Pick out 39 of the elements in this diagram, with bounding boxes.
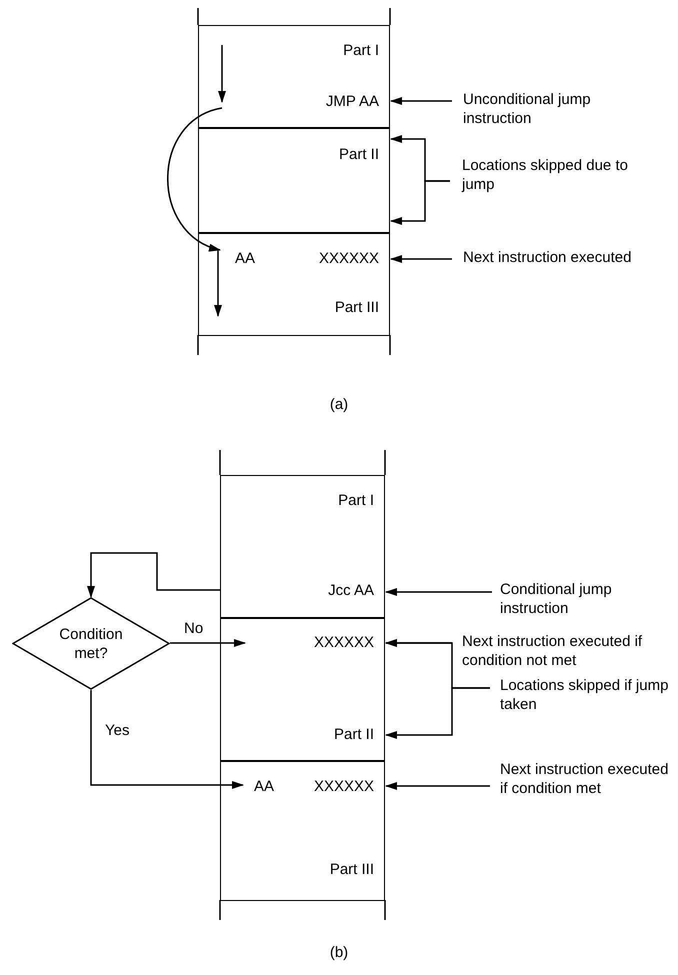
segment-label: Part I	[343, 42, 379, 60]
segment-label: Part II	[334, 726, 374, 744]
arrow	[385, 687, 490, 739]
memory-segment	[198, 25, 390, 129]
callout-text: Locations skipped due to jump	[462, 156, 657, 194]
instruction-text: XXXXXX	[318, 250, 379, 268]
memory-segment	[220, 617, 385, 762]
arrow	[385, 588, 492, 596]
diamond-label: Condition met?	[58, 624, 124, 662]
panel-label: (b)	[328, 944, 350, 961]
callout-text: Next instruction executed if condition met	[500, 760, 670, 798]
arrow	[390, 97, 452, 105]
instruction-text: Jcc AA	[328, 582, 374, 600]
segment-label: Part III	[334, 299, 379, 317]
arrow	[390, 180, 450, 225]
instruction-text: JMP AA	[326, 93, 379, 111]
callout-text: Conditional jump instruction	[500, 580, 670, 618]
segment-label: Part III	[330, 861, 374, 879]
callout-text: Next instruction executed	[463, 248, 633, 267]
arrow	[385, 782, 490, 790]
arrow	[170, 639, 246, 647]
arrow	[390, 255, 452, 263]
address-label: AA	[235, 250, 256, 268]
callout-text: Unconditional jump instruction	[463, 90, 648, 128]
memory-segment	[198, 232, 390, 336]
callout-text: Next instruction executed if condition not met	[462, 632, 676, 670]
instruction-text: XXXXXX	[314, 778, 374, 796]
panel-label: (a)	[328, 396, 350, 413]
memory-segment	[220, 760, 385, 901]
instruction-text: XXXXXX	[314, 634, 374, 652]
address-label: AA	[254, 778, 274, 796]
segment-label: Part I	[338, 492, 374, 510]
arrow	[87, 552, 220, 598]
memory-segment	[220, 475, 385, 619]
segment-label: Part II	[338, 146, 379, 164]
callout-text: Locations skipped if jump taken	[500, 676, 670, 714]
memory-segment	[198, 127, 390, 234]
arrow	[167, 107, 222, 251]
arrow	[90, 690, 244, 789]
